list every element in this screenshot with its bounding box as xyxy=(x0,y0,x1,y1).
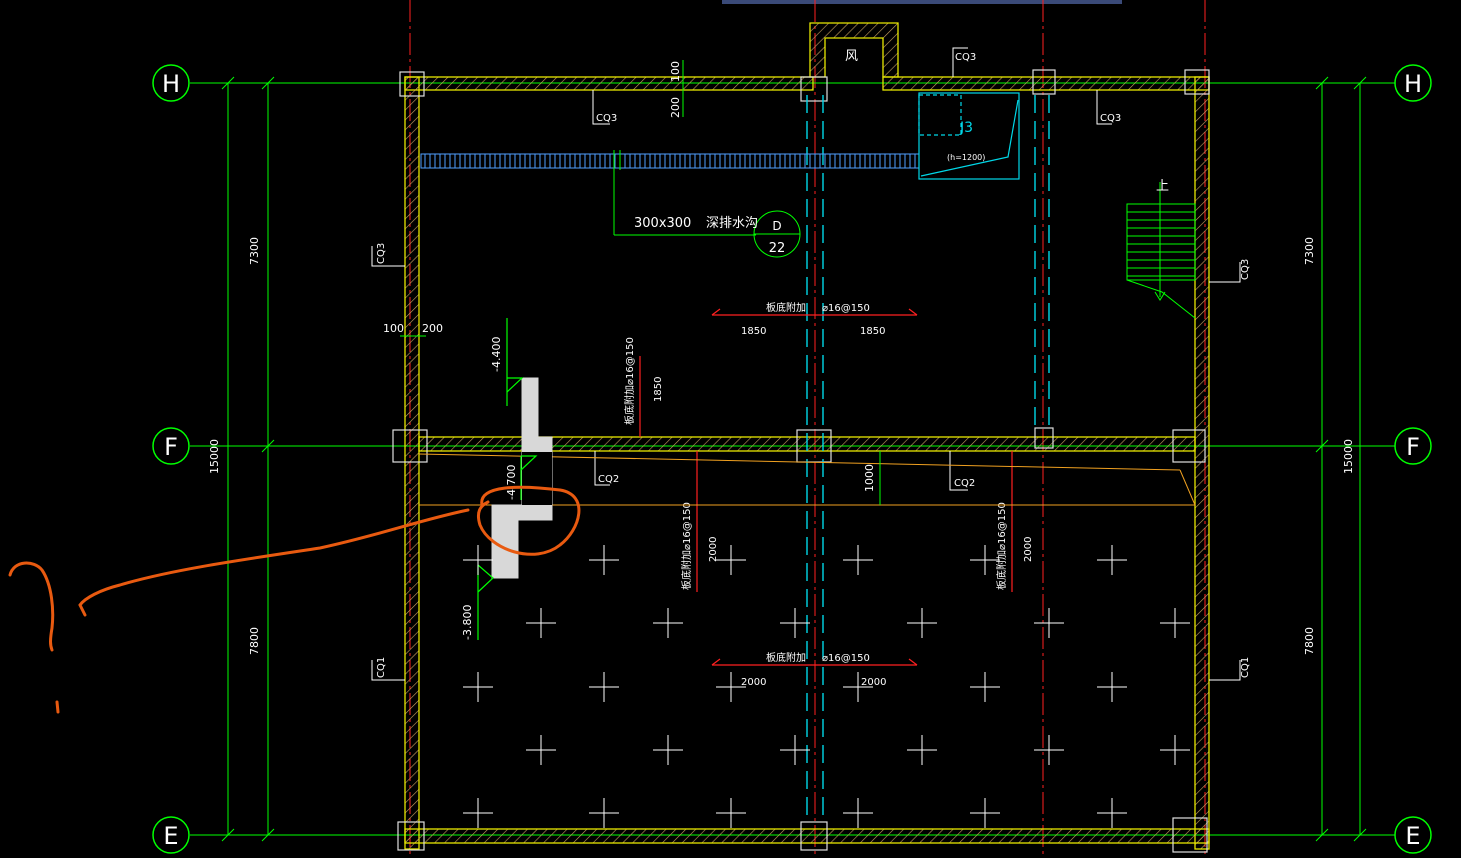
viewport-tab-strip xyxy=(722,0,1122,4)
dim-left-lower: 7800 xyxy=(248,627,261,655)
rebar-upper-vertical-label: 板底附加⌀16@150 xyxy=(623,337,636,425)
wall-top-left[interactable] xyxy=(404,76,814,91)
axis-bubble-left-e[interactable]: E xyxy=(152,816,190,854)
dim-mid-1000: 1000 xyxy=(863,464,876,492)
rebar-lower-spec: ⌀16@150 xyxy=(822,653,870,664)
tag-cq3-top-mid: CQ3 xyxy=(955,52,976,63)
axis-label-left-h: H xyxy=(162,70,180,98)
markup-leader xyxy=(78,508,470,617)
dim-rebar-2000-a: 2000 xyxy=(741,677,766,688)
section-profile[interactable] xyxy=(491,377,553,579)
detail-ref-top: D xyxy=(772,219,781,233)
elevation-minus-3800: -3.800 xyxy=(461,605,474,640)
axis-label-right-e: E xyxy=(1405,822,1420,850)
dim-right-lower: 7800 xyxy=(1303,627,1316,655)
axis-bubble-left-h[interactable]: H xyxy=(152,64,190,102)
tag-cq3-top-right: CQ3 xyxy=(1100,113,1121,124)
detail-ref-number: 22 xyxy=(769,241,786,256)
markup-question-dot xyxy=(55,700,60,714)
axis-bubble-right-f[interactable]: F xyxy=(1394,427,1432,465)
sump-pit-j3[interactable] xyxy=(918,92,1020,180)
point-marker-grid xyxy=(463,545,1190,828)
wall-bottom[interactable] xyxy=(404,828,1210,844)
rebar-upper-name: 板底附加 xyxy=(766,301,806,314)
tag-cq3-top-left: CQ3 xyxy=(596,113,617,124)
axis-bubble-right-h[interactable]: H xyxy=(1394,64,1432,102)
tag-cq1-right: CQ1 xyxy=(1240,657,1251,678)
elevation-markers xyxy=(477,318,538,640)
dim-rebar-1850-b: 1850 xyxy=(860,326,885,337)
wall-tag-leaders xyxy=(371,47,1241,681)
axis-label-left-f: F xyxy=(164,433,178,461)
dim-rebar-1850-v: 1850 xyxy=(653,377,664,402)
tag-cq3-left: CQ3 xyxy=(376,243,387,264)
hand-markup xyxy=(8,485,581,714)
grid-lines xyxy=(190,82,1395,836)
rebar-lower-horizontal xyxy=(711,658,918,666)
tag-cq2-right: CQ2 xyxy=(954,478,975,489)
trench-name: 深排水沟 xyxy=(706,216,758,231)
left-dimension-chain xyxy=(221,76,275,842)
pit-height: (h=1200) xyxy=(947,153,985,162)
tag-cq2-left: CQ2 xyxy=(598,474,619,485)
dim-right-total: 15000 xyxy=(1342,439,1355,474)
rebar-lower-verticals xyxy=(696,451,1013,592)
right-dimension-chain xyxy=(1315,76,1367,842)
rebar-lower-vertical-label-2: 板底附加⌀16@150 xyxy=(995,502,1008,590)
trench-size: 300x300 xyxy=(634,216,691,231)
dim-rebar-1850-a: 1850 xyxy=(741,326,766,337)
tag-cq3-right: CQ3 xyxy=(1240,259,1251,280)
dim-rebar-2000-b: 2000 xyxy=(861,677,886,688)
wall-left[interactable] xyxy=(404,76,420,850)
axis-label-right-h: H xyxy=(1404,70,1422,98)
elevation-minus-4700: -4.700 xyxy=(505,465,518,500)
cyan-duct-lines xyxy=(806,95,1050,820)
dim-right-upper: 7300 xyxy=(1303,237,1316,265)
axis-label-right-f: F xyxy=(1406,433,1420,461)
trench-leader xyxy=(613,150,801,258)
rebar-lower-name: 板底附加 xyxy=(766,651,806,664)
dim-left-total: 15000 xyxy=(208,439,221,474)
axis-bubble-left-f[interactable]: F xyxy=(152,427,190,465)
markup-circle xyxy=(476,485,581,556)
dim-rebar-2000-v2: 2000 xyxy=(1023,537,1034,562)
pit-label: J3 xyxy=(959,120,973,136)
tag-cq1-left: CQ1 xyxy=(376,657,387,678)
axis-bubble-right-e[interactable]: E xyxy=(1394,816,1432,854)
dim-left-upper: 7300 xyxy=(248,237,261,265)
dim-wall-200: 200 xyxy=(422,322,443,335)
markup-question-mark xyxy=(8,561,55,652)
dim-top-100: 100 xyxy=(669,61,682,82)
rebar-lower-vertical-label-1: 板底附加⌀16@150 xyxy=(680,502,693,590)
vent-label: 风 xyxy=(845,49,858,64)
drainage-trench[interactable] xyxy=(420,153,920,169)
stair[interactable] xyxy=(1126,182,1196,319)
wall-top-right[interactable] xyxy=(882,76,1210,91)
column-markers[interactable] xyxy=(392,69,1210,853)
dim-top-200: 200 xyxy=(669,97,682,118)
dim-wall-100: 100 xyxy=(383,322,404,335)
stair-up-label: 上 xyxy=(1156,179,1169,194)
dim-rebar-2000-v1: 2000 xyxy=(708,537,719,562)
elevation-minus-4400: -4.400 xyxy=(490,337,503,372)
wall-right[interactable] xyxy=(1194,76,1210,850)
axis-label-left-e: E xyxy=(163,822,178,850)
rebar-upper-horizontal xyxy=(711,308,918,316)
rebar-upper-spec: ⌀16@150 xyxy=(822,303,870,314)
